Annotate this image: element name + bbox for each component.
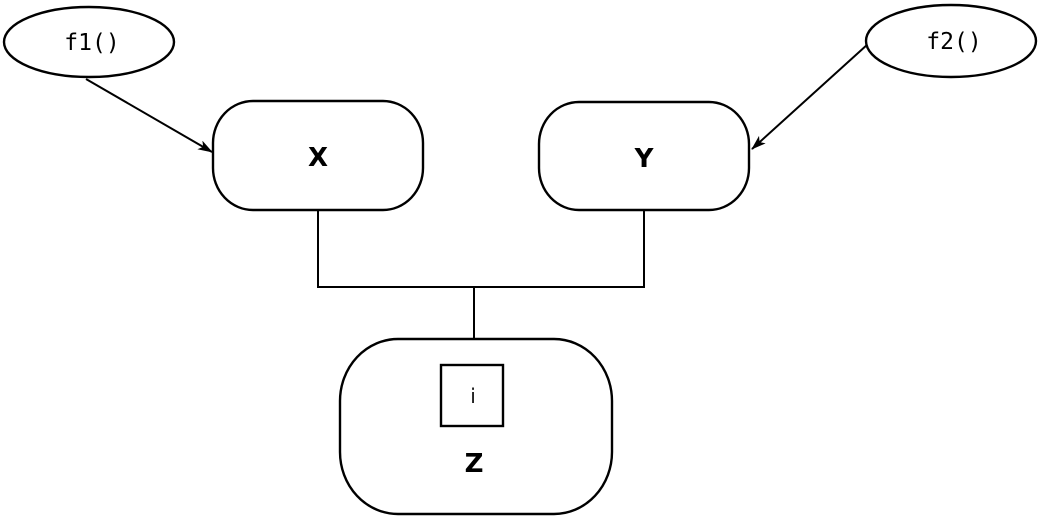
y-node <box>537 100 751 212</box>
z-index-box <box>439 363 505 428</box>
z-index-label: i <box>470 384 476 408</box>
edge-f2-to-y <box>751 43 869 150</box>
f2-node <box>864 3 1038 79</box>
x-label: X <box>308 143 328 173</box>
z-label: Z <box>465 449 484 479</box>
f2-label: f2() <box>926 29 981 55</box>
x-node <box>211 99 425 212</box>
y-label: Y <box>634 144 655 174</box>
f1-label: f1() <box>64 30 119 56</box>
edge-f1-to-x <box>85 78 213 153</box>
f1-node <box>2 5 176 79</box>
